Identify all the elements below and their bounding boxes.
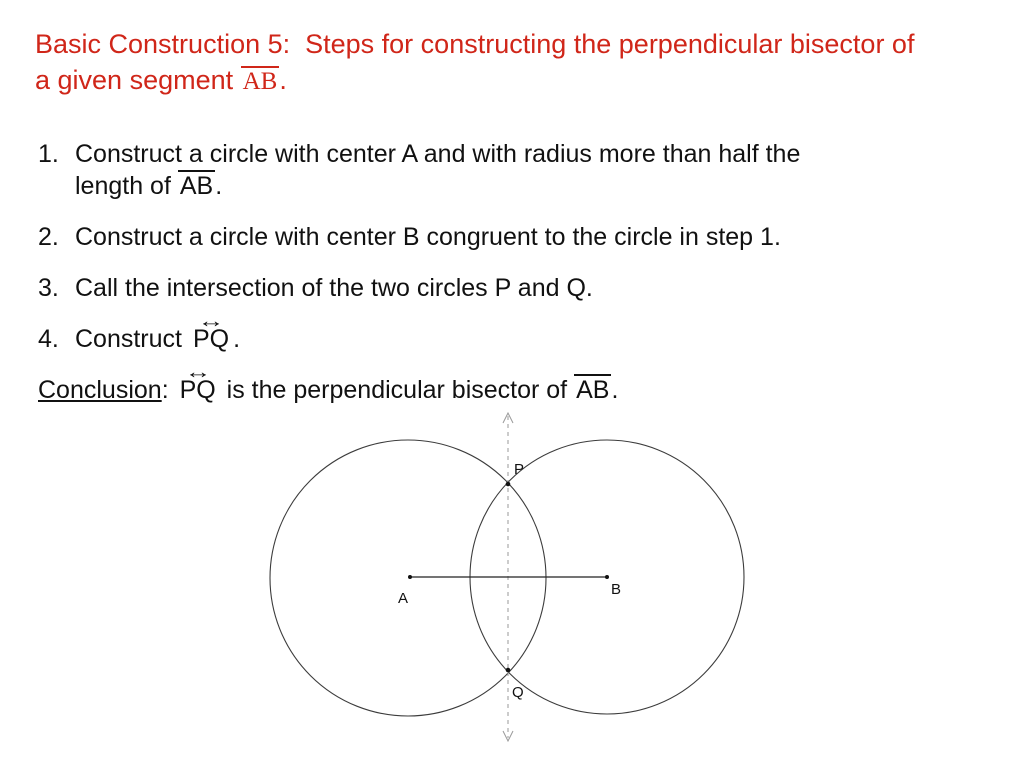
step-3-line-1: Call the intersection of the two circles…: [75, 274, 593, 302]
point-a-dot: [408, 575, 412, 579]
segment-ab-notation: AB: [177, 170, 216, 200]
conclusion-period: .: [611, 376, 619, 404]
line-pq-notation: PQ: [191, 323, 231, 355]
segment-ab-notation: AB: [574, 374, 612, 404]
title-line-1: Basic Construction 5: Steps for construc…: [35, 29, 915, 59]
label-a: A: [398, 590, 408, 607]
conclusion: Conclusion: PQ is the perpendicular bise…: [38, 374, 938, 406]
label-b: B: [611, 581, 621, 598]
title-line-2-pre: a given segment: [35, 65, 241, 95]
step-1-line-2: length of: [75, 172, 178, 200]
line-pq-notation: PQ: [178, 374, 218, 406]
step-4: 4. Construct PQ.: [38, 323, 938, 355]
conclusion-mid: is the perpendicular bisector of: [219, 376, 575, 404]
arrow-down-icon: [502, 730, 514, 743]
step-2: 2. Construct a circle with center B cong…: [38, 221, 938, 253]
step-4-number: 4.: [38, 325, 59, 353]
step-4-pre: Construct: [75, 325, 189, 353]
step-4-period: .: [233, 325, 241, 353]
step-1-number: 1.: [38, 140, 59, 168]
label-q: Q: [512, 684, 524, 701]
step-2-text: Construct a circle with center B congrue…: [75, 221, 938, 253]
title-period: .: [279, 65, 287, 95]
step-1-period: .: [215, 172, 223, 200]
step-2-line-1: Construct a circle with center B congrue…: [75, 223, 781, 251]
segment-ab-notation: AB: [240, 66, 280, 95]
construction-diagram: P Q A B: [269, 411, 745, 743]
arrow-up-icon: [502, 411, 514, 424]
conclusion-label: Conclusion: [38, 376, 162, 404]
step-2-number: 2.: [38, 223, 59, 251]
step-1: 1. Construct a circle with center A and …: [38, 138, 938, 202]
point-q-dot: [505, 667, 511, 673]
step-1-line-1: Construct a circle with center A and wit…: [75, 140, 801, 168]
page-title: Basic Construction 5: Steps for construc…: [35, 26, 995, 98]
step-4-text: Construct PQ.: [75, 323, 938, 355]
label-p: P: [514, 461, 524, 478]
steps-list: 1. Construct a circle with center A and …: [38, 138, 938, 374]
step-1-text: Construct a circle with center A and wit…: [75, 138, 938, 202]
step-3: 3. Call the intersection of the two circ…: [38, 272, 938, 304]
point-b-dot: [605, 575, 609, 579]
step-3-number: 3.: [38, 274, 59, 302]
conclusion-colon: :: [161, 376, 176, 404]
circle-center-a: [269, 439, 547, 717]
step-3-text: Call the intersection of the two circles…: [75, 272, 938, 304]
point-p-dot: [505, 481, 511, 487]
